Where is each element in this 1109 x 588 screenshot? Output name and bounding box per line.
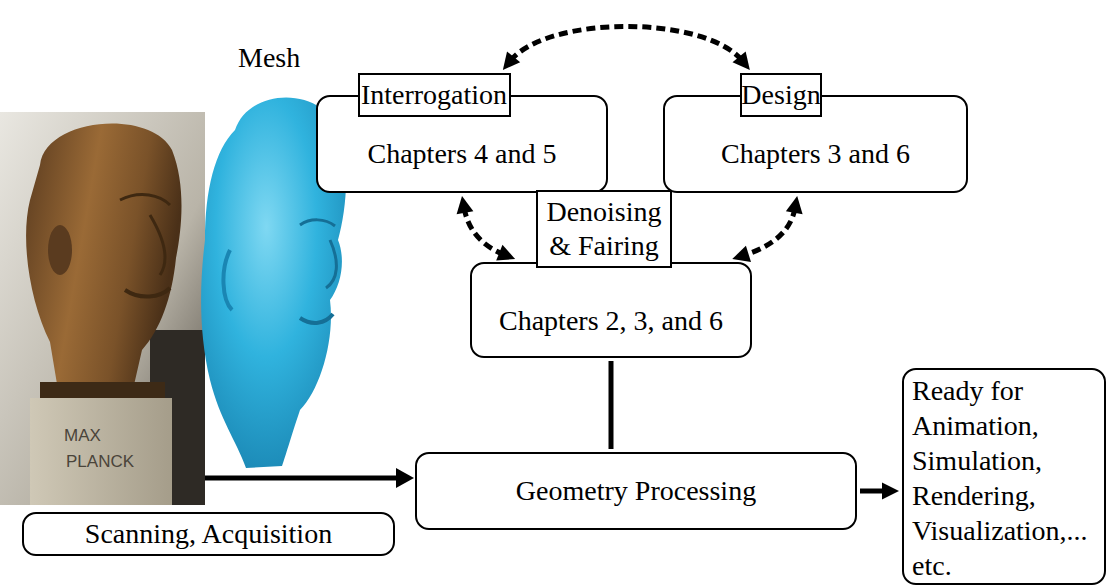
arrowhead [496, 245, 515, 261]
arrowhead [503, 51, 520, 70]
box-text: Chapters 4 and 5 [368, 137, 557, 171]
dashed-connector [457, 196, 516, 261]
engraved-text: MAX [64, 426, 101, 446]
connector-line [464, 208, 504, 255]
heading-tab: Denoising & Fairing [536, 190, 672, 268]
heading-tab: Design [740, 73, 822, 117]
acquisition-arrow [205, 468, 414, 488]
connector-line [609, 361, 614, 449]
dashed-connector [732, 196, 802, 262]
mesh-label: Mesh [238, 42, 300, 74]
arrowhead [732, 51, 749, 70]
heading-text: Design [741, 78, 820, 112]
box-text: Chapters 2, 3, and 6 [499, 304, 723, 338]
arrowhead [786, 196, 803, 214]
bust-photo [0, 112, 205, 505]
connector [860, 483, 899, 500]
heading-text: Interrogation [361, 78, 507, 112]
arrowhead [732, 246, 751, 262]
process-box: Denoising & FairingChapters 2, 3, and 6 [470, 262, 752, 358]
arrowhead [457, 196, 474, 214]
box-text: Scanning, Acquisition [85, 517, 332, 551]
heading-text: Denoising & Fairing [544, 195, 664, 263]
process-box: DesignChapters 3 and 6 [663, 95, 968, 193]
process-box: Geometry Processing [415, 452, 857, 530]
box-text: Ready for Animation, Simulation, Renderi… [912, 373, 1096, 583]
arrowhead [882, 483, 899, 500]
box-text: Chapters 3 and 6 [721, 137, 910, 171]
heading-tab: Interrogation [358, 73, 511, 117]
source-box: Scanning, Acquisition [22, 512, 395, 556]
connector-line [510, 26, 742, 60]
output-box: Ready for Animation, Simulation, Renderi… [902, 368, 1106, 585]
dashed-connector [503, 26, 750, 70]
process-box: InterrogationChapters 4 and 5 [316, 95, 608, 193]
connector [611, 361, 612, 449]
engraved-text: PLANCK [66, 452, 134, 472]
connector-line [744, 208, 796, 256]
box-text: Geometry Processing [516, 474, 756, 508]
